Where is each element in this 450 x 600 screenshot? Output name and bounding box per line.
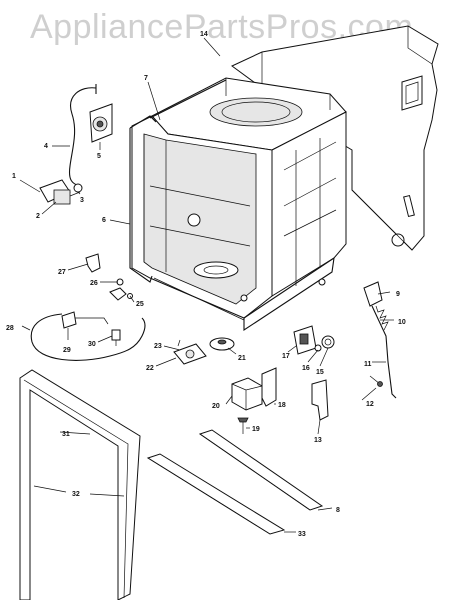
label-29: 29 [63,347,71,354]
part-number-labels: 14 7 4 5 1 2 3 6 27 26 25 28 29 30 23 22… [6,31,406,538]
label-7: 7 [144,75,148,82]
label-27: 27 [58,269,66,276]
door-screw [369,375,383,387]
label-26: 26 [90,280,98,287]
kick-plate [146,453,286,535]
hinge-arm [311,379,329,421]
label-14: 14 [200,31,208,38]
tub-gasket-top [149,79,227,119]
label-32: 32 [72,491,80,498]
leader-lines [19,37,394,533]
thermostat [111,329,121,346]
label-20: 20 [212,403,220,410]
mounting-bracket [85,253,101,273]
label-13: 13 [314,437,322,444]
label-21: 21 [238,355,246,362]
door-latch-assembly [293,325,335,355]
label-31: 31 [62,431,70,438]
label-19: 19 [252,426,260,433]
label-33: 33 [298,531,306,538]
vent-assembly [89,103,113,143]
label-5: 5 [97,153,101,160]
drain-pump [173,339,207,365]
water-inlet-valve [39,179,83,205]
label-1: 1 [12,173,16,180]
label-22: 22 [146,365,154,372]
label-30: 30 [88,341,96,348]
harness-connector [61,311,77,329]
label-12: 12 [366,401,374,408]
hinge-bracket [261,367,277,407]
label-4: 4 [44,143,48,150]
label-9: 9 [396,291,400,298]
label-11: 11 [364,361,372,368]
drain-hose [68,87,97,187]
hose-clamp-parts [109,278,133,301]
door-frame [19,369,141,600]
door-gasket [129,115,157,283]
label-15: 15 [316,369,324,376]
label-23: 23 [154,343,162,350]
label-28: 28 [6,325,14,332]
door-spring-assembly [363,281,397,399]
label-8: 8 [336,507,340,514]
junction-box [231,377,263,411]
dishwasher-tub [131,77,347,332]
label-6: 6 [102,217,106,224]
wire-harness [30,313,146,361]
label-16: 16 [302,365,310,372]
toe-kick-panel [198,429,324,511]
label-3: 3 [80,197,84,204]
label-17: 17 [282,353,290,360]
label-18: 18 [278,402,286,409]
screw [237,417,249,434]
label-10: 10 [398,319,406,326]
label-25: 25 [136,301,144,308]
label-2: 2 [36,213,40,220]
pump-motor-pulley [209,337,235,351]
